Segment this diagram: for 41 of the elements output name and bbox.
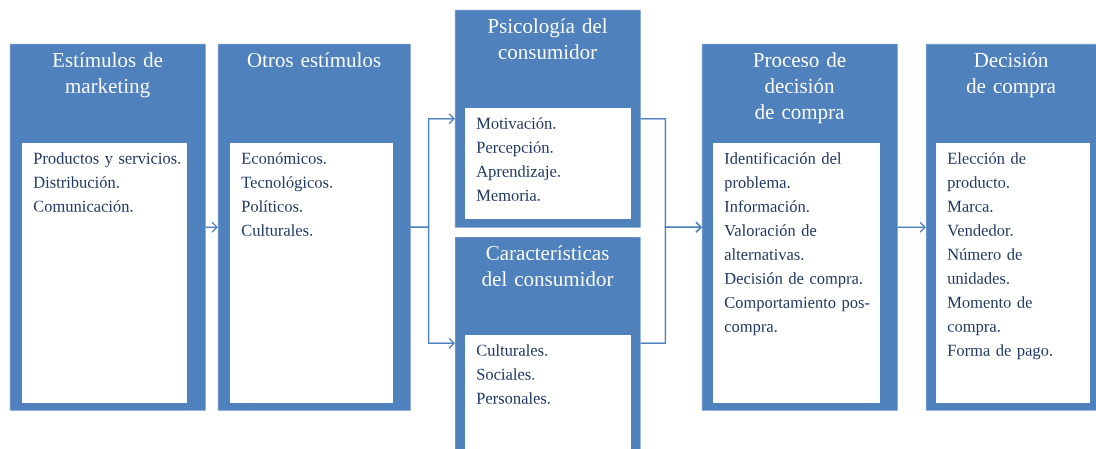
list-item: Económicos. <box>241 152 326 164</box>
list-item: Distribución. <box>33 176 119 188</box>
list-item: Elección de producto. <box>947 152 1026 192</box>
list-item: Valoración de alternativas. <box>724 224 817 261</box>
list-item: Forma de pago. <box>947 344 1052 360</box>
process-panel <box>10 44 206 411</box>
list-item: Comportamiento pos-compra. <box>724 296 870 336</box>
list-item: Personales. <box>476 392 550 404</box>
panel-heading: Decisión de compra <box>966 52 1056 98</box>
panel-heading: Características del consumidor <box>482 245 614 286</box>
panel-heading: Proceso de decisión de compra <box>753 52 846 124</box>
list-item: Culturales. <box>476 344 548 356</box>
panel-heading: Estímulos de marketing <box>52 52 163 98</box>
list-item: Percepción. <box>476 141 553 157</box>
process-panel <box>702 44 898 411</box>
list-item: Información. <box>724 200 809 213</box>
list-item: Aprendizaje. <box>476 165 560 181</box>
arrow <box>204 221 218 233</box>
list-item: Culturales. <box>241 224 313 236</box>
list-item: Vendedor. <box>947 224 1013 236</box>
process-panel <box>218 44 411 411</box>
list-item: Sociales. <box>477 368 535 380</box>
process-panel <box>455 237 641 449</box>
panel-heading: Psicología del consumidor <box>488 18 608 59</box>
list-item: Decisión de compra. <box>724 272 862 288</box>
list-item: Tecnológicos. <box>241 176 332 192</box>
panel-heading: Otros estímulos <box>247 52 381 67</box>
arrow <box>639 221 702 344</box>
list-item: Marca. <box>947 200 993 212</box>
process-panel <box>926 44 1096 411</box>
list-item: Políticos. <box>241 200 302 212</box>
arrow <box>409 226 455 349</box>
list-item: Comunicación. <box>33 200 133 212</box>
list-item: Productos y servicios. <box>33 152 181 168</box>
process-panel <box>455 10 641 228</box>
arrow <box>896 221 926 233</box>
list-item: Número de unidades. <box>947 248 1022 284</box>
list-item: Identificación del problema. <box>724 152 842 192</box>
list-item: Memoria. <box>476 189 540 201</box>
list-item: Momento de compra. <box>947 296 1032 336</box>
list-item: Motivación. <box>476 117 556 129</box>
